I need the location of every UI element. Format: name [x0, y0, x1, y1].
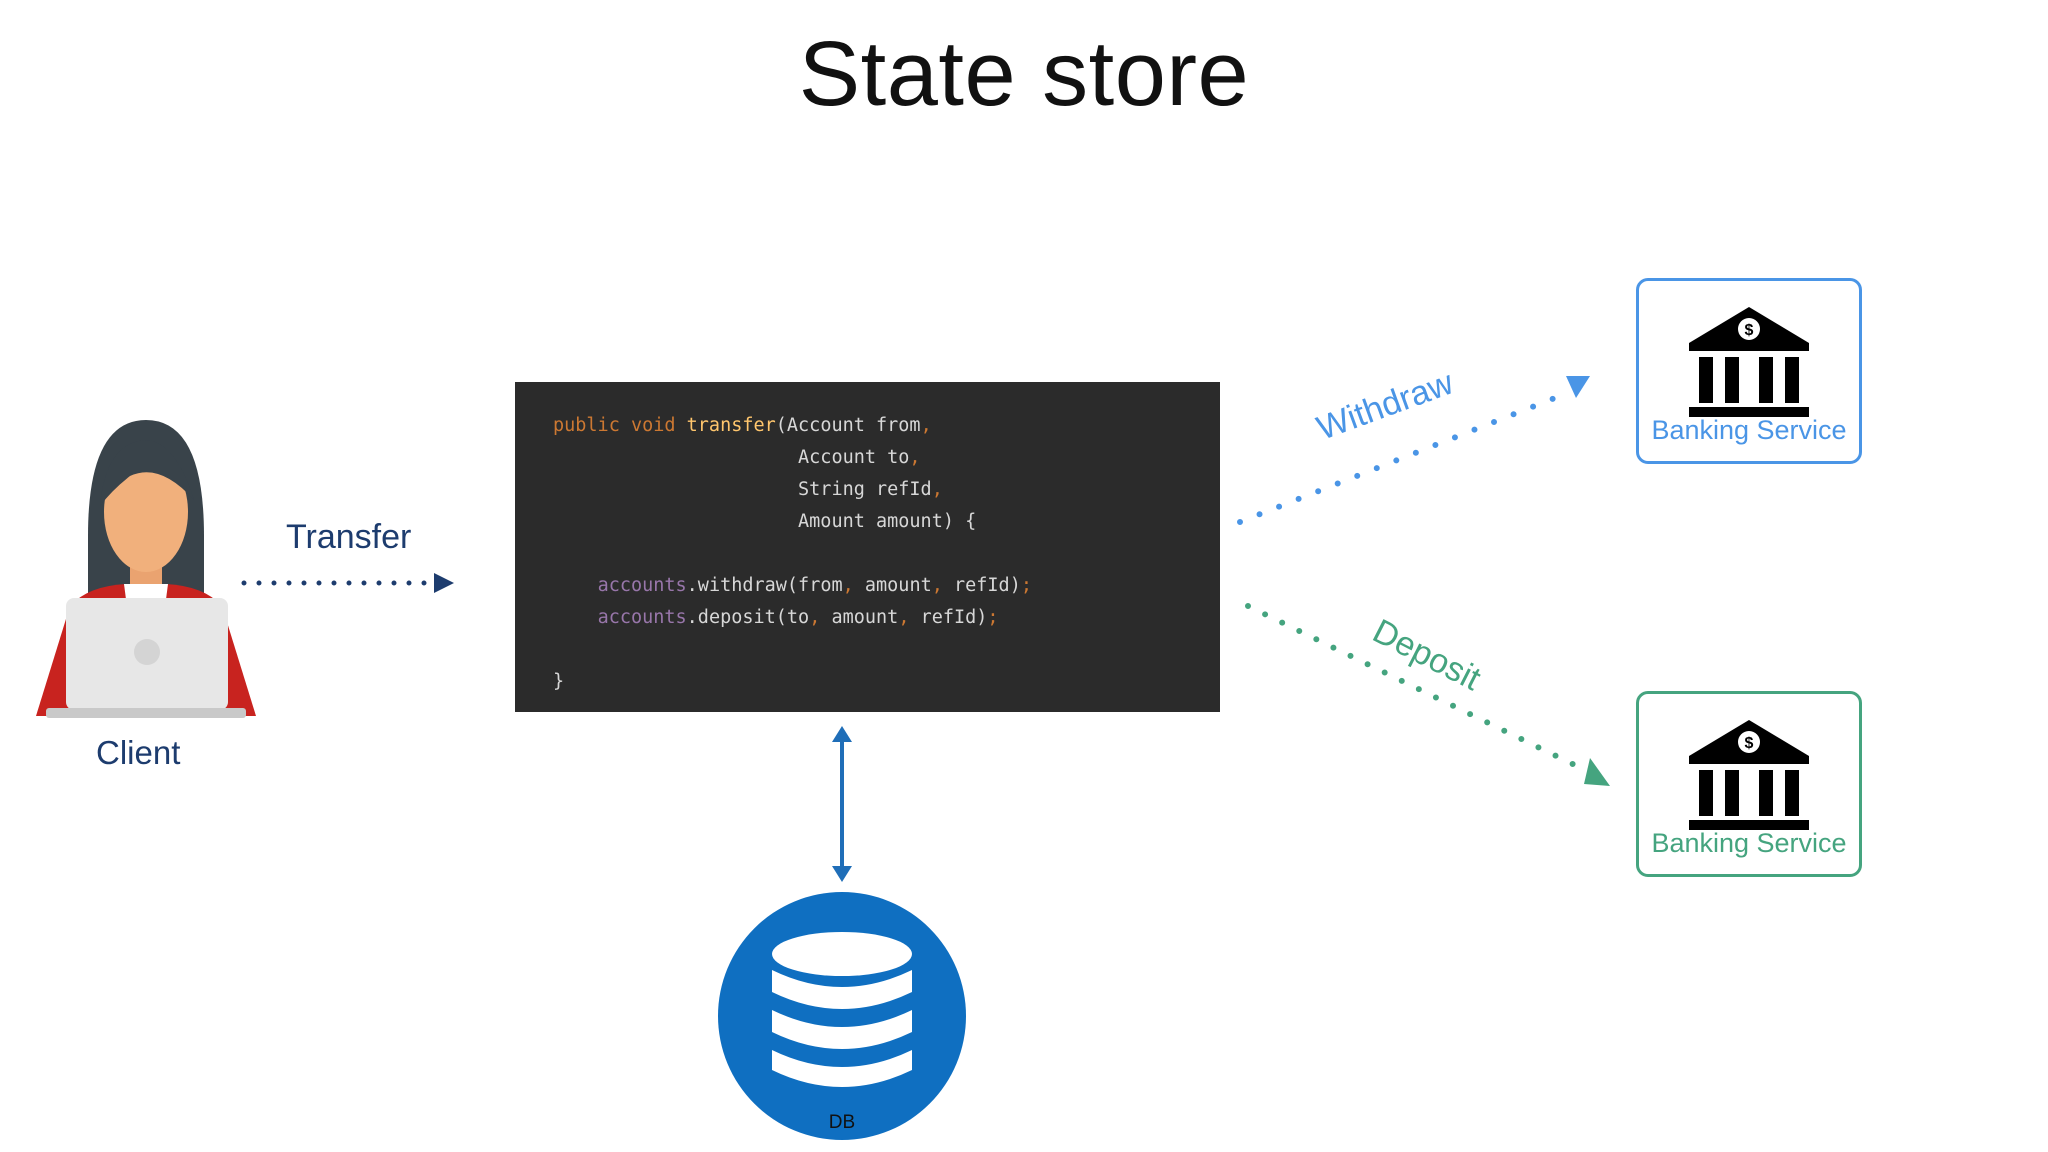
code-token: Account to [553, 447, 910, 468]
code-token: , [931, 479, 943, 500]
code-token: String refId [553, 479, 932, 500]
db-label: DB [828, 1112, 856, 1133]
code-line: } [553, 666, 1220, 698]
code-token: Amount amount) { [553, 511, 977, 532]
code-token: public void [553, 415, 687, 436]
code-block: public void transfer(Account from, Accou… [515, 382, 1220, 712]
bank-icon: $ [1689, 720, 1809, 830]
banking-service-deposit: $ Banking Service [1636, 691, 1862, 877]
code-token: accounts [597, 607, 687, 628]
transfer-label: Transfer [286, 518, 412, 556]
code-token: (Account from [775, 415, 921, 436]
code-line: Amount amount) { [553, 506, 1220, 538]
code-token: refId) [920, 607, 988, 628]
code-line: accounts.deposit(to, amount, refId); [553, 602, 1220, 634]
banking-service-label: Banking Service [1651, 415, 1847, 445]
code-token: , [931, 575, 954, 596]
code-line: String refId, [553, 474, 1220, 506]
page-title: State store [798, 23, 1250, 125]
code-token: , [842, 575, 865, 596]
code-token: refId) [954, 575, 1021, 596]
code-token: accounts [597, 575, 687, 596]
code-token: amount [864, 575, 932, 596]
svg-text:$: $ [1745, 735, 1754, 752]
database-icon [718, 892, 966, 1140]
deposit-arrow [1245, 603, 1610, 786]
code-token: , [920, 415, 932, 436]
bank-icon: $ [1689, 307, 1809, 417]
banking-service-withdraw: $ Banking Service [1636, 278, 1862, 464]
code-token: .deposit(to [686, 607, 810, 628]
code-token: amount [831, 607, 899, 628]
code-line [553, 634, 1220, 666]
withdraw-arrow [1237, 376, 1590, 525]
banking-service-label: Banking Service [1651, 828, 1847, 858]
code-token: ; [987, 607, 999, 628]
code-line: Account to, [553, 442, 1220, 474]
code-line: accounts.withdraw(from, amount, refId); [553, 570, 1220, 602]
svg-text:$: $ [1745, 322, 1754, 339]
code-line [553, 538, 1220, 570]
code-token: transfer [686, 415, 776, 436]
code-token: , [898, 607, 921, 628]
code-token: ; [1020, 575, 1032, 596]
code-token [553, 575, 598, 596]
code-token [553, 607, 598, 628]
person-with-laptop-icon [36, 420, 256, 718]
code-token: , [909, 447, 921, 468]
code-token: , [809, 607, 832, 628]
code-line: public void transfer(Account from, [553, 410, 1220, 442]
transfer-arrow [241, 573, 454, 593]
db-connection-arrow [832, 726, 852, 882]
client-label: Client [96, 734, 181, 771]
code-token: .withdraw(from [686, 575, 843, 596]
code-token: } [553, 671, 565, 692]
